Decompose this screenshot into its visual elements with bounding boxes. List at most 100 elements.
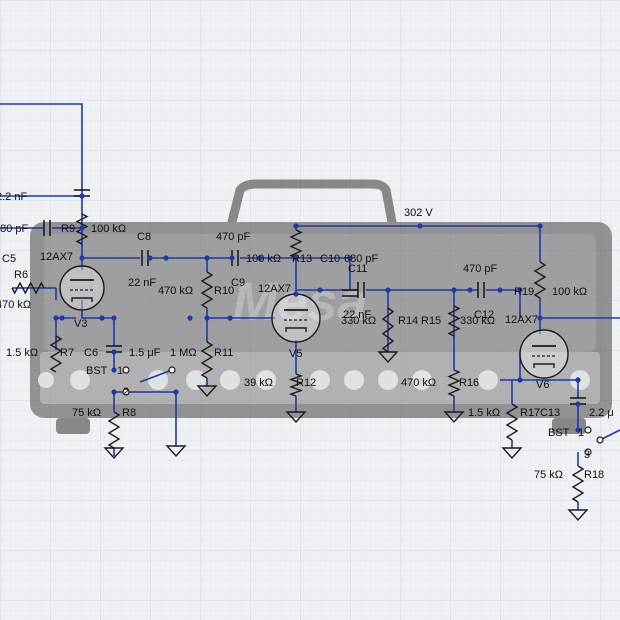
junction-node: [79, 193, 85, 199]
label-c8-value: 22 nF: [128, 277, 156, 289]
junction-node: [537, 315, 543, 321]
junction-node: [517, 377, 523, 383]
resistor-r6: [11, 281, 45, 295]
junction-node: [517, 287, 523, 293]
resistor: [447, 369, 461, 397]
resistor: [107, 411, 121, 449]
label-r9: R9: [61, 223, 75, 235]
tube-cathode: [71, 297, 93, 302]
junction-node: [59, 315, 65, 321]
label-c13-value: 2.2 μ: [589, 407, 614, 419]
amp-grille: [44, 234, 596, 352]
label-r18: R18: [584, 469, 604, 481]
label-c9: C9: [231, 277, 245, 289]
label-c12: C12: [474, 309, 494, 321]
label-r19-value: 100 kΩ: [552, 286, 587, 298]
tube-cathode: [533, 363, 555, 368]
label-c13: C13: [540, 407, 560, 419]
ground-symbol: [103, 447, 125, 460]
label-v3: V3: [74, 318, 87, 330]
resistor: [200, 271, 214, 309]
junction-node: [79, 225, 85, 231]
label-switch1-pos2: 2: [123, 386, 129, 398]
junction-node: [451, 287, 457, 293]
label-c10-value: 680 pF: [344, 253, 379, 265]
label-c9-value: 470 pF: [216, 231, 251, 243]
wire: [81, 300, 115, 346]
junction-node: [187, 315, 193, 321]
label-r8: R8: [122, 407, 136, 419]
junction-node: [293, 223, 299, 229]
label-r17: R17: [520, 407, 540, 419]
ground-symbol: [443, 411, 465, 424]
resistor: [533, 261, 547, 299]
ground-symbol: [377, 351, 399, 364]
tube-cathode: [285, 327, 307, 332]
wire: [500, 379, 579, 398]
switch-contact: [122, 388, 130, 396]
vacuum-tube-envelope: [271, 293, 321, 343]
label-c12-value: 470 pF: [463, 263, 498, 275]
ground-symbol: [196, 385, 218, 398]
label-c6-value: 1.5 μF: [129, 347, 161, 359]
ground-symbol: [165, 445, 187, 458]
label-switch1-pos: 1: [117, 365, 123, 377]
vacuum-tube-envelope: [59, 265, 105, 311]
junction-node: [417, 223, 423, 229]
label-r13-value: 100 kΩ: [246, 253, 281, 265]
junction-node: [204, 315, 210, 321]
label-c6: C6: [84, 347, 98, 359]
label-r13: R13: [292, 253, 312, 265]
label-c5-value: 2.2 nF: [0, 191, 27, 203]
label-c8: C8: [137, 231, 151, 243]
vacuum-tube-envelope: [519, 329, 569, 379]
label-r16-value: 470 kΩ: [401, 377, 436, 389]
switch-contact: [584, 448, 592, 456]
junction-node: [293, 291, 299, 297]
amp-brand-mark: Mesa: [232, 272, 367, 332]
junction-node: [111, 367, 117, 373]
label-r18-value: 75 kΩ: [534, 469, 563, 481]
junction-node: [467, 287, 473, 293]
junction-nodes: [53, 193, 581, 433]
junction-node: [163, 255, 169, 261]
label-tube-v5-type: 12AX7: [258, 283, 291, 295]
label-r16: R16: [459, 377, 479, 389]
components: [11, 189, 604, 522]
resistor: [571, 465, 585, 503]
junction-node: [79, 255, 85, 261]
amp-foot-left: [56, 418, 90, 434]
junction-node: [111, 389, 117, 395]
label-r12-value: 39 kΩ: [244, 377, 273, 389]
label-r7-value: 1.5 kΩ: [6, 347, 38, 359]
ground-symbol: [501, 447, 523, 460]
label-r11-value: 1 MΩ: [170, 347, 197, 359]
labels: 2.2 nF 680 pF R9 100 kΩ C5 12AX7 R6 470 …: [0, 191, 614, 481]
label-r12: R12: [296, 377, 316, 389]
junction-node: [293, 255, 299, 261]
label-r19: R19: [514, 286, 534, 298]
junction-node: [204, 255, 210, 261]
label-c-left-value: 680 pF: [0, 223, 29, 235]
junction-node: [227, 315, 233, 321]
resistor: [288, 373, 304, 397]
ground-symbol: [567, 509, 589, 522]
junction-node: [575, 377, 581, 383]
label-r6-value: 470 kΩ: [0, 299, 31, 311]
resistor: [381, 307, 395, 353]
junction-node: [99, 315, 105, 321]
label-r14-value: 330 kΩ: [341, 315, 376, 327]
label-tube-v6-type: 12AX7: [505, 314, 538, 326]
junction-node: [111, 315, 117, 321]
ground-symbol: [285, 411, 307, 424]
label-r10-value: 470 kΩ: [158, 285, 193, 297]
label-r17-value: 1.5 kΩ: [468, 407, 500, 419]
junction-node: [173, 389, 179, 395]
label-r7: R7: [60, 347, 74, 359]
label-c5: C5: [2, 253, 16, 265]
switch-contact: [168, 366, 176, 374]
junction-node: [537, 223, 543, 229]
junction-node: [111, 349, 117, 355]
resistor: [505, 403, 519, 441]
